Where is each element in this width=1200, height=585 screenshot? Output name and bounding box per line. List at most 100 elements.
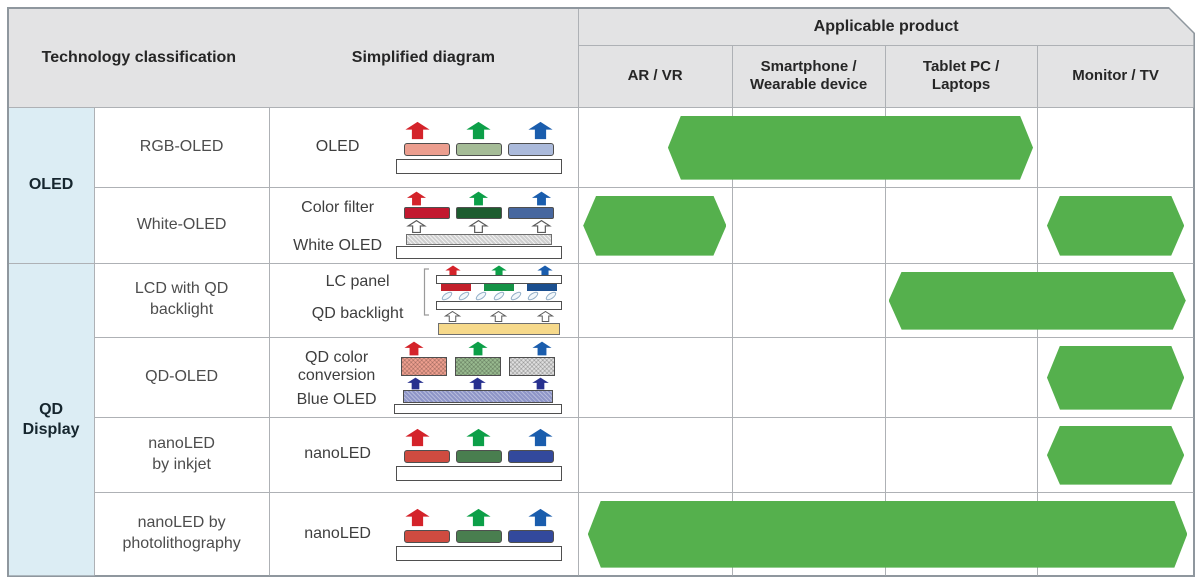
- header-tablet-laptops: Tablet PC / Laptops: [886, 46, 1038, 108]
- product-cell: [733, 188, 886, 264]
- product-cell: [886, 108, 1038, 188]
- product-cell: [579, 188, 733, 264]
- table-grid: Technology classification Simplified dia…: [9, 9, 1194, 576]
- header-simplified-diagram: Simplified diagram: [351, 48, 495, 66]
- glass-plate: [436, 301, 562, 310]
- product-cell: [886, 418, 1038, 493]
- header-smartphone-wearable: Smartphone / Wearable device: [733, 46, 886, 108]
- product-cell: [886, 338, 1038, 418]
- diagram-label: nanoLED: [304, 445, 371, 463]
- navy-arrow-icon: [465, 377, 490, 390]
- green-nanoled-block: [456, 530, 502, 543]
- red-arrow-icon: [404, 428, 431, 447]
- header-monitor-tv: Monitor / TV: [1038, 46, 1194, 108]
- lcd-stack-diagram: [436, 265, 562, 335]
- product-cell: [886, 493, 1038, 576]
- glass-plate: [436, 275, 562, 284]
- red-filter-block: [441, 284, 471, 291]
- product-cell: [886, 264, 1038, 338]
- product-cell: [886, 188, 1038, 264]
- hollow-arrow-icon: [536, 311, 555, 322]
- navy-arrow-icon: [528, 377, 553, 390]
- product-cell: [1038, 264, 1194, 338]
- blue-nanoled-block: [508, 450, 554, 463]
- blue-arrow-icon: [527, 121, 554, 140]
- nanoled-stack-diagram: [396, 508, 562, 561]
- table-body: Technology classification Simplified dia…: [9, 9, 1194, 576]
- red-qd-block: [401, 357, 447, 376]
- hollow-arrow-icon: [529, 220, 554, 233]
- white-oled-layer: [406, 234, 552, 245]
- green-arrow-icon: [465, 341, 491, 356]
- product-cell: [733, 264, 886, 338]
- navy-arrow-icon: [403, 377, 428, 390]
- product-cell: [1038, 108, 1194, 188]
- red-arrow-icon: [404, 508, 431, 527]
- red-arrow-icon: [404, 191, 429, 206]
- product-cell: [579, 108, 733, 188]
- oled-stack-diagram: [396, 121, 562, 174]
- header-applicable-product: Applicable product: [579, 9, 1194, 46]
- substrate-plate: [396, 159, 562, 174]
- diagram-label: White OLED: [293, 237, 383, 255]
- liquid-crystal-row: [436, 293, 562, 299]
- white-oled-stack-diagram: [396, 191, 562, 259]
- product-cell: [579, 338, 733, 418]
- header-technology-classification: Technology classification: [41, 48, 237, 66]
- green-arrow-icon: [465, 508, 492, 527]
- hollow-arrow-icon: [404, 220, 429, 233]
- green-arrow-icon: [466, 191, 491, 206]
- tech-cell-qd-oled: QD-OLED: [95, 338, 270, 418]
- qd-oled-stack-diagram: [394, 341, 562, 414]
- substrate-plate: [396, 246, 562, 259]
- diagram-cell-lcd-qd: LC panel QD backlight: [270, 264, 579, 338]
- tech-cell-lcd-qd: LCD with QD backlight: [95, 264, 270, 338]
- product-cell: [733, 418, 886, 493]
- diagram-cell-white-oled: Color filter White OLED: [270, 188, 579, 264]
- green-filter-block: [484, 284, 514, 291]
- diagram-cell-nanoled-photo: nanoLED: [270, 493, 579, 576]
- diagram-cell-rgb-oled: OLED: [270, 108, 579, 188]
- red-arrow-icon: [404, 121, 431, 140]
- red-subpixel-block: [404, 143, 450, 156]
- header-left: Technology classification Simplified dia…: [9, 9, 579, 108]
- blue-arrow-icon: [527, 428, 554, 447]
- blue-oled-layer: [403, 390, 553, 403]
- green-subpixel-block: [456, 143, 502, 156]
- diagram-label: Color filter: [301, 198, 375, 216]
- product-cell: [1038, 188, 1194, 264]
- product-cell: [733, 338, 886, 418]
- red-nanoled-block: [404, 450, 450, 463]
- tech-cell-nanoled-photo: nanoLED by photolithography: [95, 493, 270, 576]
- diagram-cell-nanoled-inkjet: nanoLED: [270, 418, 579, 493]
- blue-arrow-icon: [529, 341, 555, 356]
- diagram-cell-qd-oled: QD color conversion Blue OLED: [270, 338, 579, 418]
- green-arrow-icon: [489, 265, 509, 277]
- product-cell: [579, 418, 733, 493]
- hollow-arrow-icon: [489, 311, 508, 322]
- product-cell: [733, 493, 886, 576]
- qd-backlight-layer: [438, 323, 560, 335]
- green-arrow-icon: [465, 121, 492, 140]
- bracket-icon: [423, 268, 430, 321]
- product-cell: [1038, 418, 1194, 493]
- red-filter-block: [404, 207, 450, 219]
- blue-arrow-icon: [529, 191, 554, 206]
- product-cell: [579, 493, 733, 576]
- red-arrow-icon: [401, 341, 427, 356]
- diagram-label: nanoLED: [304, 524, 371, 542]
- blue-subpixel-block: [508, 143, 554, 156]
- green-nanoled-block: [456, 450, 502, 463]
- substrate-plate: [396, 466, 562, 481]
- diagram-label: QD color conversion: [297, 348, 376, 384]
- clear-qd-block: [509, 357, 555, 376]
- product-cell: [1038, 493, 1194, 576]
- green-arrow-icon: [465, 428, 492, 447]
- product-cell: [733, 108, 886, 188]
- blue-arrow-icon: [535, 265, 555, 277]
- green-qd-block: [455, 357, 501, 376]
- group-cell-oled: OLED: [9, 108, 95, 264]
- blue-arrow-icon: [527, 508, 554, 527]
- group-cell-qd-display: QD Display: [9, 264, 95, 576]
- product-cell: [1038, 338, 1194, 418]
